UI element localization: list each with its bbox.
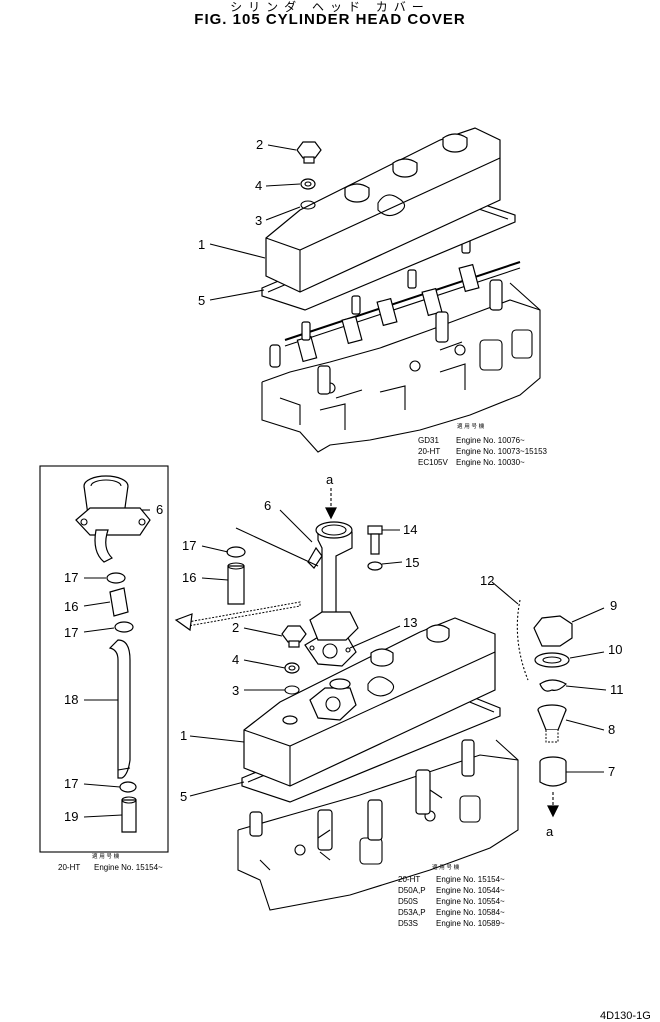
left-clamp-bottom <box>119 781 137 793</box>
top-note-engine-1: Engine No. 10076~ <box>456 436 525 445</box>
bottom-callout-4: 4 <box>232 652 239 667</box>
bottom-applicability-note: 適 用 号 機 20-HT Engine No. 15154~ D50A,P E… <box>398 863 505 928</box>
top-note-engine-3: Engine No. 10030~ <box>456 458 525 467</box>
top-cylinder-head-block <box>261 282 541 453</box>
bottom-callout-11: 11 <box>610 682 624 697</box>
left-detail-frame <box>39 465 169 853</box>
bottom-callout-16: 16 <box>182 570 196 585</box>
left-clamp-top <box>106 572 126 584</box>
top-callout-5: 5 <box>198 293 205 308</box>
bottom-callout-2: 2 <box>232 620 239 635</box>
left-assembly: 6 17 16 17 18 17 19 適 用 号 機 20-HT Engine… <box>39 465 169 872</box>
left-callout-18: 18 <box>64 692 78 707</box>
left-note-header: 適 用 号 機 <box>92 852 120 860</box>
bottom-strainer <box>537 704 567 743</box>
bottom-callout-6: 6 <box>264 498 271 513</box>
bottom-callout-3: 3 <box>232 683 239 698</box>
bottom-note-engine-5: Engine No. 10589~ <box>436 919 505 928</box>
top-o-ring <box>300 200 316 210</box>
left-callout-17-bottom: 17 <box>64 776 78 791</box>
bottom-note-engine-1: Engine No. 15154~ <box>436 875 505 884</box>
bottom-hose <box>227 565 245 605</box>
top-seal <box>300 178 316 190</box>
figure-title-japanese: シリンダ ヘッド カバー <box>230 0 430 14</box>
top-assembly: 2 4 3 1 5 適 用 号 機 GD31 Engine No. 10076~… <box>198 127 548 467</box>
left-callout-6: 6 <box>156 502 163 517</box>
left-hose-16 <box>109 587 129 617</box>
left-callout-17-top: 17 <box>64 570 78 585</box>
bottom-callout-5: 5 <box>180 789 187 804</box>
bottom-cap-gasket <box>534 652 570 668</box>
bottom-callout-9: 9 <box>610 598 617 613</box>
bottom-callout-14: 14 <box>403 522 417 537</box>
left-note-engine-1: Engine No. 15154~ <box>94 863 163 872</box>
figure-title: FIG. 105 CYLINDER HEAD COVER <box>194 11 466 28</box>
left-pointer-arrow <box>174 601 301 632</box>
bottom-note-model-1: 20-HT <box>398 875 420 884</box>
bottom-callout-8: 8 <box>608 722 615 737</box>
drawing-code: 4D130-1G <box>600 1010 651 1022</box>
bottom-note-engine-3: Engine No. 10554~ <box>436 897 505 906</box>
bottom-note-header: 適 用 号 機 <box>432 863 460 871</box>
bottom-cylinder-head-block <box>237 739 519 911</box>
left-clamp-mid <box>114 621 134 633</box>
bottom-note-engine-4: Engine No. 10584~ <box>436 908 505 917</box>
bottom-chain <box>516 599 529 681</box>
bottom-note-model-4: D53A,P <box>398 908 426 917</box>
left-tube <box>108 639 131 779</box>
top-note-model-1: GD31 <box>418 436 439 445</box>
bottom-clamp <box>226 546 246 558</box>
left-callout-19: 19 <box>64 809 78 824</box>
bottom-bolt <box>367 525 383 555</box>
top-callout-4: 4 <box>255 178 262 193</box>
top-callout-1: 1 <box>198 237 205 252</box>
bottom-callout-17: 17 <box>182 538 196 553</box>
bottom-note-model-2: D50A,P <box>398 886 426 895</box>
top-callout-2: 2 <box>256 137 263 152</box>
top-note-engine-2: Engine No. 10073~15153 <box>456 447 548 456</box>
left-callout-16: 16 <box>64 599 78 614</box>
top-callout-3: 3 <box>255 213 262 228</box>
top-note-header: 適 用 号 機 <box>457 422 485 430</box>
bottom-callout-7: 7 <box>608 764 615 779</box>
bottom-rocker-arm-assembly <box>249 739 475 851</box>
bottom-o-ring <box>284 685 300 695</box>
bottom-callout-1: 1 <box>180 728 187 743</box>
bottom-note-model-5: D53S <box>398 919 418 928</box>
bottom-callout-10: 10 <box>608 642 622 657</box>
bottom-seal <box>284 662 300 674</box>
bottom-washer <box>367 561 383 571</box>
top-rocker-arm-assembly <box>269 234 521 399</box>
bottom-callout-13: 13 <box>403 615 417 630</box>
left-hose-19 <box>121 799 137 833</box>
top-applicability-note: 適 用 号 機 GD31 Engine No. 10076~ 20-HT Eng… <box>418 422 548 467</box>
left-filler-neck <box>75 475 151 563</box>
bottom-filler-pipe <box>307 521 359 641</box>
top-note-model-3: EC105V <box>418 458 448 467</box>
bottom-filler-cap <box>533 615 573 647</box>
left-applicability-note: 適 用 号 機 20-HT Engine No. 15154~ <box>58 852 163 872</box>
arrow-label-a-bottom: a <box>546 824 554 839</box>
left-callout-17-mid: 17 <box>64 625 78 640</box>
bottom-head-cover <box>243 617 496 787</box>
bottom-assembly: a <box>180 472 624 928</box>
top-head-cover <box>265 127 501 293</box>
top-oil-filler-cap <box>296 141 322 164</box>
bottom-oil-filler-cap <box>281 625 307 648</box>
bottom-note-model-3: D50S <box>398 897 418 906</box>
bottom-retainer-ring <box>539 679 567 692</box>
bottom-filter-element <box>539 756 567 787</box>
bottom-note-engine-2: Engine No. 10544~ <box>436 886 505 895</box>
top-note-model-2: 20-HT <box>418 447 440 456</box>
bottom-callout-12: 12 <box>480 573 494 588</box>
arrow-label-a-top: a <box>326 472 334 487</box>
left-note-model-1: 20-HT <box>58 863 80 872</box>
bottom-callout-15: 15 <box>405 555 419 570</box>
